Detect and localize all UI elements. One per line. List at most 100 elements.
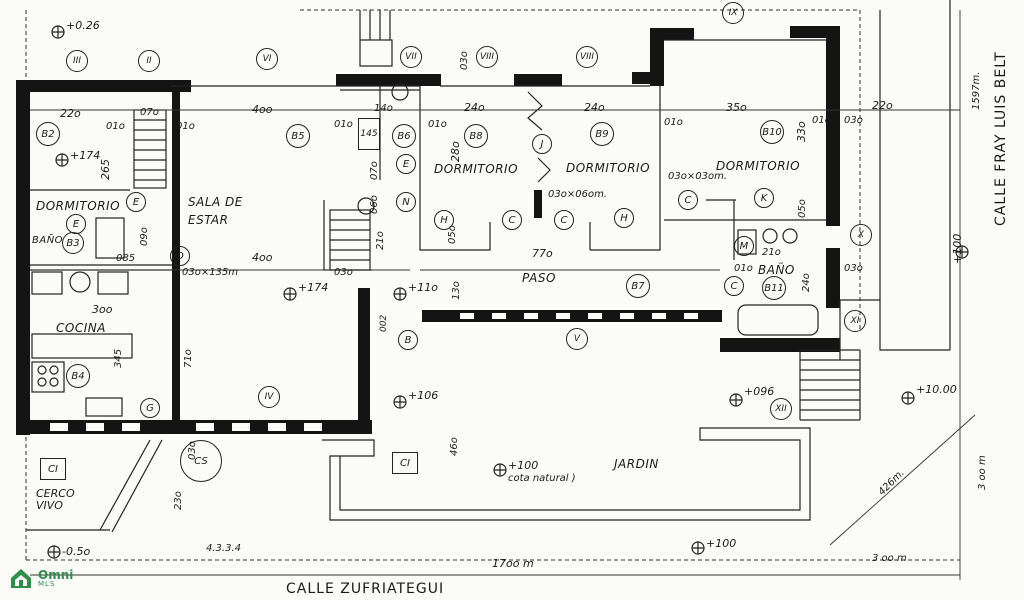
dimension: 13o <box>451 281 462 300</box>
column <box>391 83 409 101</box>
stair-top-box <box>359 39 393 67</box>
kitchen-sink <box>31 271 63 295</box>
marker-b: B11 <box>762 276 786 300</box>
marker-letter: N <box>396 192 416 212</box>
dimension: 46o <box>449 437 460 456</box>
wall <box>16 80 30 435</box>
street-label-zufriategui: CALLE ZUFRIATEGUI <box>286 581 445 597</box>
marker-roman: XII <box>770 398 792 420</box>
room-label-sala: SALA DE <box>188 195 243 209</box>
marker-roman: XI <box>844 310 866 332</box>
dimension: 24o <box>801 273 812 292</box>
dimension: 03o <box>334 267 353 278</box>
wall <box>650 28 664 86</box>
marker-b: B7 <box>626 274 650 298</box>
marker-roman: IX <box>722 2 744 24</box>
marker-roman: VIII <box>476 46 498 68</box>
stair-top <box>359 10 391 40</box>
room-label-dormitorio: DORMITORIO <box>36 199 121 213</box>
dimension: 03o <box>844 263 863 274</box>
partition <box>706 199 736 260</box>
marker-roman: X <box>850 224 872 246</box>
property-line <box>25 10 960 561</box>
dimension: 14o <box>374 103 393 114</box>
marker-letter: C <box>678 190 698 210</box>
level-label: +100 <box>508 459 539 472</box>
kitchen-bowl <box>69 271 91 293</box>
dimension: 03o <box>844 115 863 126</box>
dimension: 28o <box>449 141 462 162</box>
dimension: 03o×03om. <box>668 171 727 182</box>
column <box>357 197 375 215</box>
dimension: 01o <box>428 119 447 130</box>
marker-letter: E <box>126 192 146 212</box>
room-label-estar: ESTAR <box>188 213 229 227</box>
marker-letter: J <box>532 134 552 154</box>
label-vivo: VIVO <box>36 499 63 512</box>
marker-cs: CS <box>180 440 222 482</box>
zigzag <box>537 157 551 183</box>
dimension: 085 <box>116 253 136 264</box>
dimension: 05o <box>797 199 808 218</box>
level-label: +0.26 <box>66 19 100 32</box>
wall <box>16 80 191 92</box>
level-label: +096 <box>744 385 775 398</box>
marker-roman: III <box>66 50 88 72</box>
stair-center <box>329 209 371 271</box>
kitchen-bench <box>31 333 133 359</box>
room-label-dormitorio: DORMITORIO <box>716 159 801 173</box>
dimension: 3oo <box>92 303 113 316</box>
dimension: 4oo <box>252 103 273 116</box>
dimension: 17oo m <box>492 557 534 570</box>
wall <box>336 74 441 86</box>
dimension: 09o <box>139 227 150 246</box>
marker-b: B6 <box>392 124 416 148</box>
marker-roman: IV <box>258 386 280 408</box>
dimension: 01o <box>334 119 353 130</box>
omni-mls-logo[interactable]: Omni MLS <box>8 562 78 594</box>
dimension: 07o <box>140 107 159 118</box>
partition <box>590 86 661 251</box>
marker-roman: VIII <box>576 46 598 68</box>
marker-ci: CI <box>40 458 66 480</box>
marker-b: B10 <box>760 120 784 144</box>
marker-letter: C <box>502 210 522 230</box>
label-cota-natural: cota natural ) <box>508 473 576 484</box>
wall <box>650 28 694 40</box>
level-label: +174 <box>298 281 329 294</box>
bathtub <box>737 304 819 336</box>
dimension: 21o <box>762 247 781 258</box>
marker-b: B8 <box>464 124 488 148</box>
dimension: 03o×135m <box>182 267 239 278</box>
dimension: 01o <box>812 115 831 126</box>
room-label-cocina: COCINA <box>56 321 106 335</box>
dimension: 01o <box>664 117 683 128</box>
level-markers <box>47 25 969 559</box>
dimension: 01o <box>734 263 753 274</box>
dimension: 33o <box>795 121 808 142</box>
room-label-bano: BAÑO <box>32 235 64 246</box>
dimension: 22o <box>60 107 81 120</box>
marker-letter: D <box>170 246 190 266</box>
dimension: 01o <box>176 121 195 132</box>
dimension: 23o <box>173 491 184 510</box>
zigzag <box>527 91 543 131</box>
marker-b: B2 <box>36 122 60 146</box>
marker-b: B3 <box>62 232 84 254</box>
dimension: 22o <box>872 99 893 112</box>
dimension: 03o×06om. <box>548 189 607 200</box>
dimension: 265 <box>99 159 112 180</box>
dimension: 06o <box>369 195 380 214</box>
stove <box>31 361 65 393</box>
bath-fixture <box>95 217 125 259</box>
marker-letter: H <box>614 208 634 228</box>
marker-letter: C <box>724 276 744 296</box>
dim-line-diagonal <box>829 414 976 546</box>
level-label: +106 <box>408 389 439 402</box>
stair-right <box>799 349 861 421</box>
kitchen-counter <box>97 271 129 295</box>
dimension: 345 <box>113 348 124 368</box>
wall <box>826 26 840 226</box>
marker-letter: K <box>754 188 774 208</box>
